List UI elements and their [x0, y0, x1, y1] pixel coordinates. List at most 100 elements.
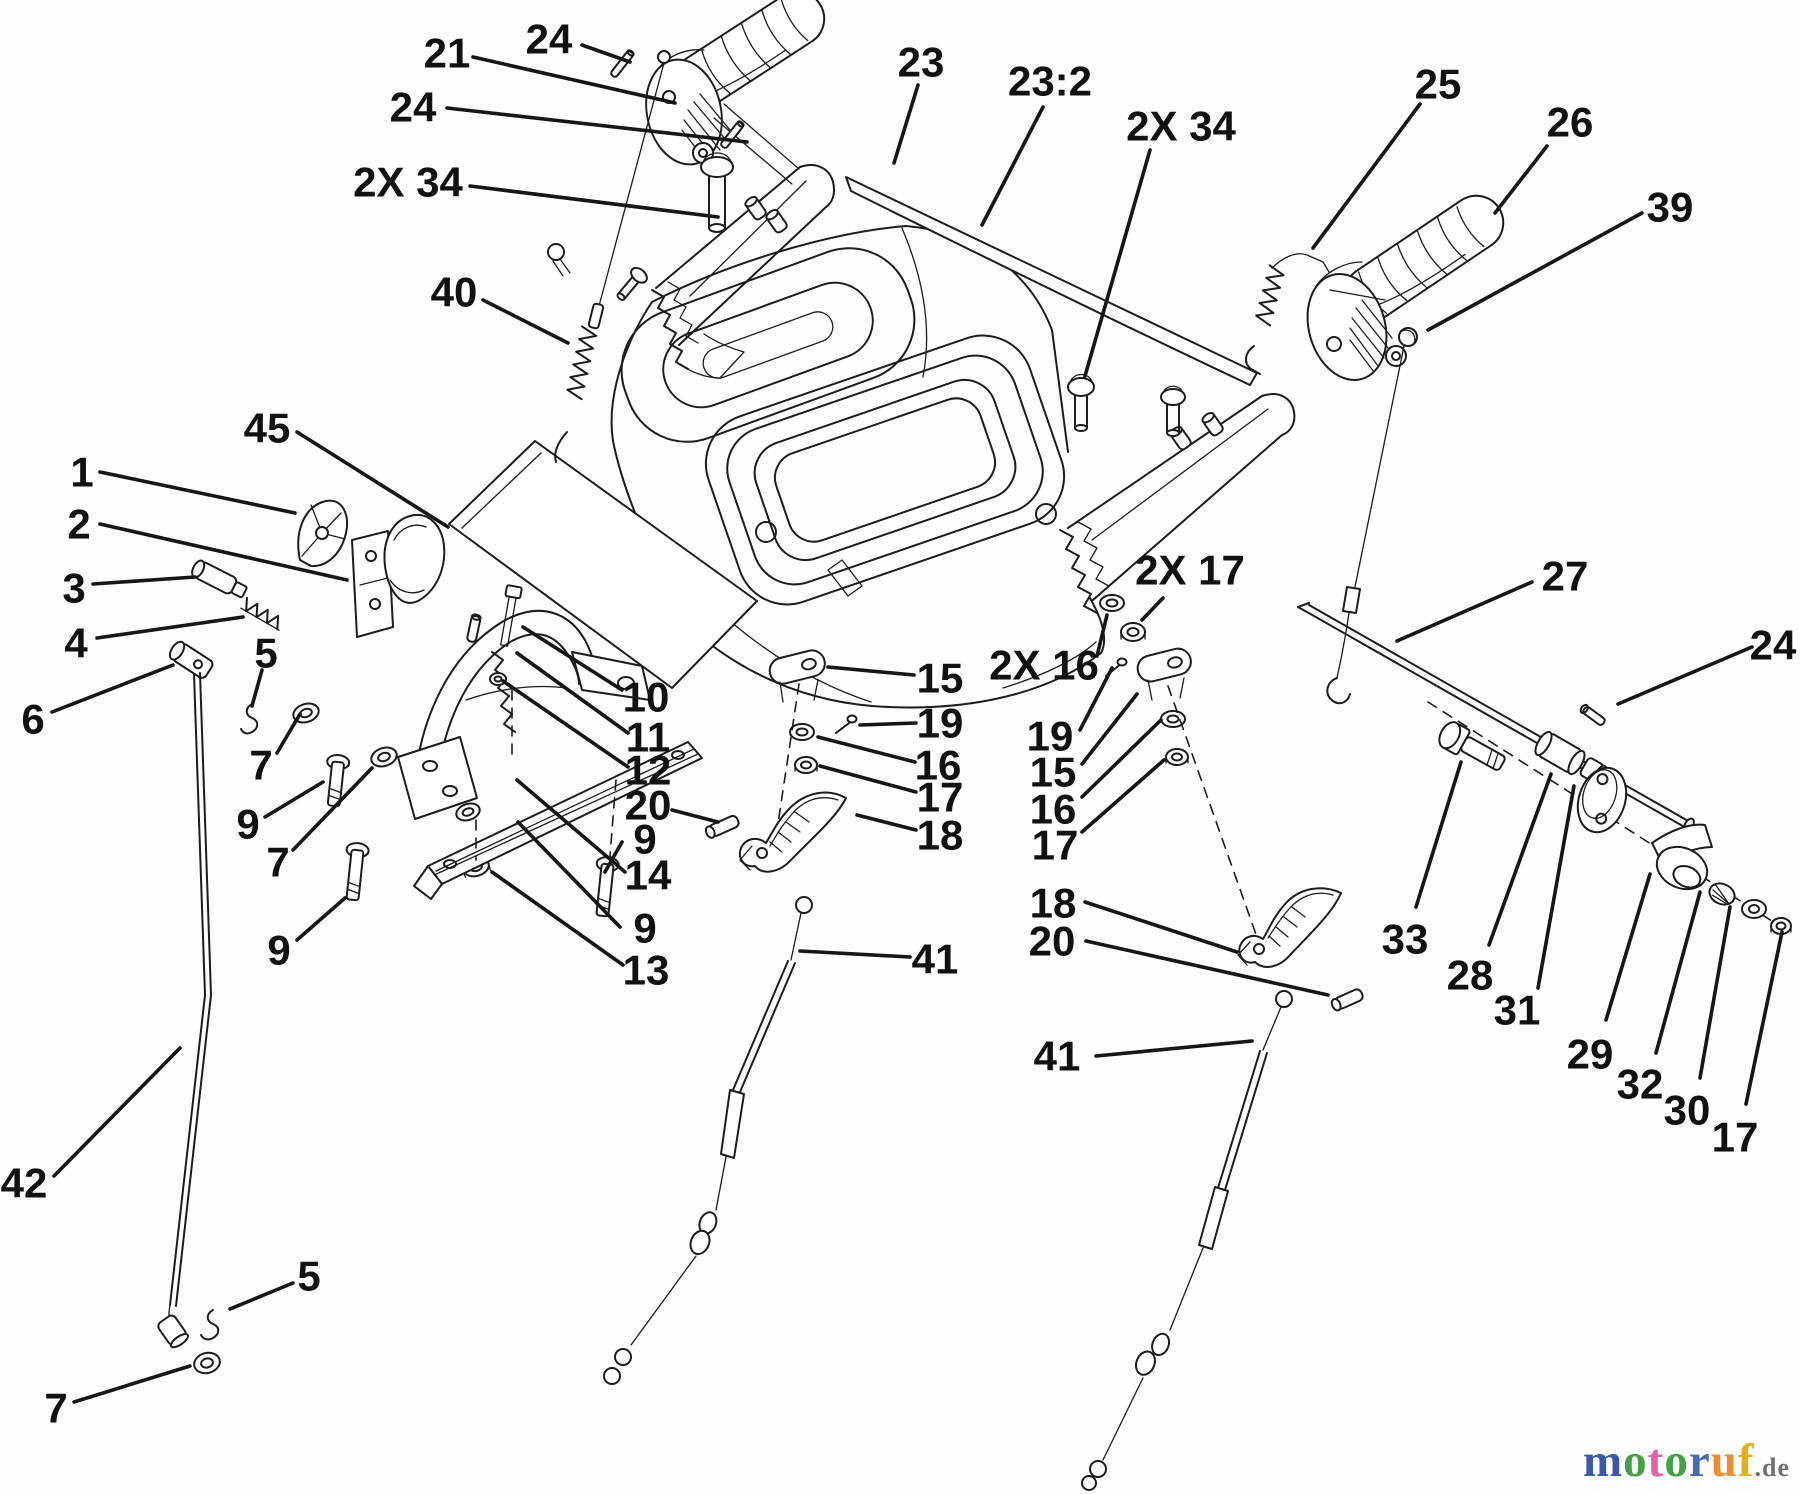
callout-label-21: 21: [424, 30, 471, 77]
washer-16: [789, 723, 815, 741]
housing-latch-tab: [827, 559, 863, 597]
callout-leader-4: [95, 615, 245, 640]
callout-label-5a: 5: [254, 630, 277, 677]
bolt-39-rod: [1326, 327, 1418, 705]
spline-bushing: [1708, 882, 1736, 906]
callout-label-15R: 15: [1030, 749, 1077, 796]
hub-30: [1655, 845, 1709, 891]
callout-leader-20L: [670, 808, 720, 824]
callout-leader-30: [1698, 905, 1732, 1080]
callout-leader-41R: [1094, 1039, 1254, 1058]
callout-label-20L: 20: [625, 782, 672, 829]
callout-leader-7c: [72, 1364, 192, 1404]
left-tube-serration: [651, 289, 689, 370]
callout-label-20R: 20: [1029, 918, 1076, 965]
washer: [1741, 899, 1767, 919]
callout-label-19R: 19: [1027, 713, 1074, 760]
lever-18: [1237, 887, 1342, 968]
callout-leader-24a: [580, 43, 632, 64]
knob-45: [383, 513, 446, 604]
tube-stud: [744, 195, 767, 221]
callout-label-24a: 24: [526, 16, 573, 63]
callout-leader-7b: [291, 766, 374, 852]
bolt-9: [326, 754, 351, 808]
callout-label-9d: 9: [633, 905, 656, 952]
cable-41-left: [603, 896, 813, 1385]
callout-label-9c: 9: [633, 816, 656, 863]
callout-leader-42: [52, 1046, 182, 1178]
callout-leader-14: [515, 778, 627, 874]
shoulder-bolt-34: [1067, 373, 1095, 432]
callout-label-19L: 19: [917, 700, 964, 747]
callout-leader-26: [1493, 144, 1549, 215]
pin-11: [466, 613, 482, 643]
bolt-33: [1438, 721, 1506, 771]
callout-leader-32: [1654, 890, 1702, 1055]
callout-label-18R: 18: [1030, 880, 1077, 927]
callout-label-27: 27: [1542, 553, 1589, 600]
callout-leader-17z: [1744, 930, 1784, 1106]
callout-label-23: 23: [898, 39, 945, 86]
callout-leader-34R: [1083, 148, 1152, 378]
left-handle-tube: [651, 164, 836, 379]
callout-label-26: 26: [1547, 99, 1594, 146]
callout-label-28: 28: [1447, 952, 1494, 999]
cable-41-right: [1081, 990, 1293, 1491]
lever-18: [738, 791, 847, 873]
shaft-assembly: [1297, 602, 1792, 935]
callout-leader-9a: [263, 780, 325, 819]
callout-leader-18L: [855, 813, 918, 832]
callout-label-16R: 16: [1030, 786, 1077, 833]
callout-leader-2: [98, 522, 349, 582]
callout-leader-21: [471, 55, 677, 105]
housing-cover: [610, 225, 1106, 709]
watermark-letter: o: [1664, 1435, 1689, 1487]
callout-leader-20R: [1084, 939, 1330, 997]
washer-7: [193, 1351, 221, 1375]
spring-40: [547, 62, 665, 463]
callout-label-24R: 24: [1750, 622, 1797, 669]
cotter-pin-5: [240, 703, 259, 735]
watermark-letter: o: [1623, 1435, 1648, 1487]
housing-main-opening: [704, 334, 1066, 606]
pin-24: [610, 49, 635, 78]
pin-20: [704, 815, 740, 839]
clevis-15: [768, 649, 826, 685]
callout-label-45: 45: [244, 405, 291, 452]
callout-leader-9b: [295, 896, 347, 942]
housing-dome-cap: [1035, 503, 1057, 525]
callout-label-7b: 7: [266, 839, 289, 886]
callout-leader-17L: [818, 764, 918, 794]
callout-label-32: 32: [1617, 1061, 1664, 1108]
cotter-pin-5: [200, 1309, 220, 1341]
callout-label-7c: 7: [44, 1385, 67, 1432]
callout-label-41L: 41: [912, 936, 959, 983]
callout-label-30: 30: [1664, 1087, 1711, 1134]
callout-label-33: 33: [1382, 916, 1429, 963]
callout-leader-41L: [798, 949, 912, 959]
callout-label-2: 2: [67, 501, 90, 548]
callout-label-39: 39: [1647, 184, 1694, 231]
callout-leader-5a: [250, 668, 264, 708]
callout-label-31: 31: [1494, 987, 1541, 1034]
watermark-letter: f: [1737, 1435, 1755, 1487]
callout-leader-12: [501, 679, 630, 769]
callout-leader-15L: [826, 665, 916, 677]
screw-10: [500, 584, 523, 647]
callout-label-1: 1: [70, 449, 93, 496]
callout-label-40: 40: [431, 269, 478, 316]
callout-label-14: 14: [625, 852, 672, 899]
callout-leader-45: [295, 430, 450, 529]
callout-leader-13: [490, 870, 625, 967]
callout-label-4: 4: [64, 620, 88, 667]
callout-leader-10: [521, 625, 624, 692]
callout-label-16L: 16: [915, 742, 962, 789]
clevis-15: [1136, 647, 1192, 683]
callout-leader-34L: [468, 184, 720, 219]
callout-leader-3: [91, 575, 197, 586]
callout-leader-25: [1311, 102, 1422, 250]
callout-label-41R: 41: [1034, 1033, 1081, 1080]
left-grip: [610, 0, 826, 185]
callout-label-13: 13: [623, 947, 670, 994]
